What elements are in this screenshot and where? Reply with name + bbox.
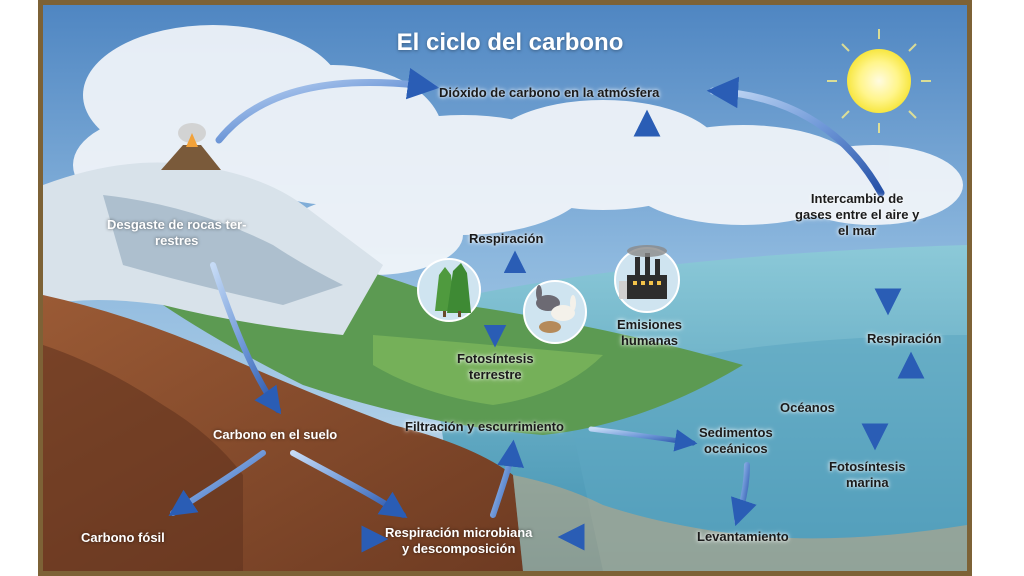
arrow-weathering-to-soil — [210, 262, 282, 415]
cycle-arrows — [168, 68, 925, 553]
trees-icon — [417, 258, 481, 322]
carbon-cycle-scene — [43, 5, 967, 571]
valley-light — [373, 335, 603, 405]
label-uplift: Levantamiento — [697, 529, 789, 544]
label-gas-exchange: Intercambio de gases entre el aire y el … — [795, 191, 920, 238]
label-photosynthesis-marine: Fotosíntesis marina — [829, 459, 906, 490]
diagram-title: El ciclo del carbono — [396, 29, 624, 56]
animals-icon — [523, 280, 587, 344]
mountain-shadow — [103, 195, 343, 305]
arrow-soil-to-fossil — [168, 450, 266, 516]
label-atmosphere: Dióxido de carbono en la atmósfera — [439, 85, 660, 100]
label-fossil-carbon: Carbono fósil — [81, 530, 165, 545]
diagram-frame: El ciclo del carbono Dióxido de carbono … — [38, 0, 972, 576]
label-rock-weathering: Desgaste de rocas ter- restres — [107, 217, 247, 248]
label-oceans: Océanos — [780, 400, 835, 415]
arrow-volcano-to-atmosphere — [215, 68, 440, 144]
label-microbial-respiration: Respiración microbiana y descomposición — [385, 525, 533, 556]
arrow-gas-exchange-to-atmosphere — [706, 76, 885, 197]
label-filtration: Filtración y escurrimiento — [405, 419, 564, 434]
arrow-soil-to-microbial — [290, 450, 408, 518]
factory-icon — [614, 245, 680, 313]
label-ocean-sediments: Sedimentos oceánicos — [699, 425, 773, 456]
label-respiration-land: Respiración — [469, 231, 544, 246]
label-soil-carbon: Carbono en el suelo — [213, 427, 338, 442]
arrow-microbial-to-filtration — [490, 439, 525, 518]
label-photosynthesis-land: Fotosíntesis terrestre — [457, 351, 534, 382]
label-respiration-marine: Respiración — [867, 331, 942, 346]
label-human-emissions: Emisiones humanas — [617, 317, 683, 348]
sun-icon — [827, 29, 931, 133]
volcano-icon — [161, 123, 221, 170]
shore — [513, 475, 967, 571]
arrow-filtration-to-sediments — [588, 426, 698, 452]
arrow-sediments-to-uplift — [731, 462, 757, 527]
